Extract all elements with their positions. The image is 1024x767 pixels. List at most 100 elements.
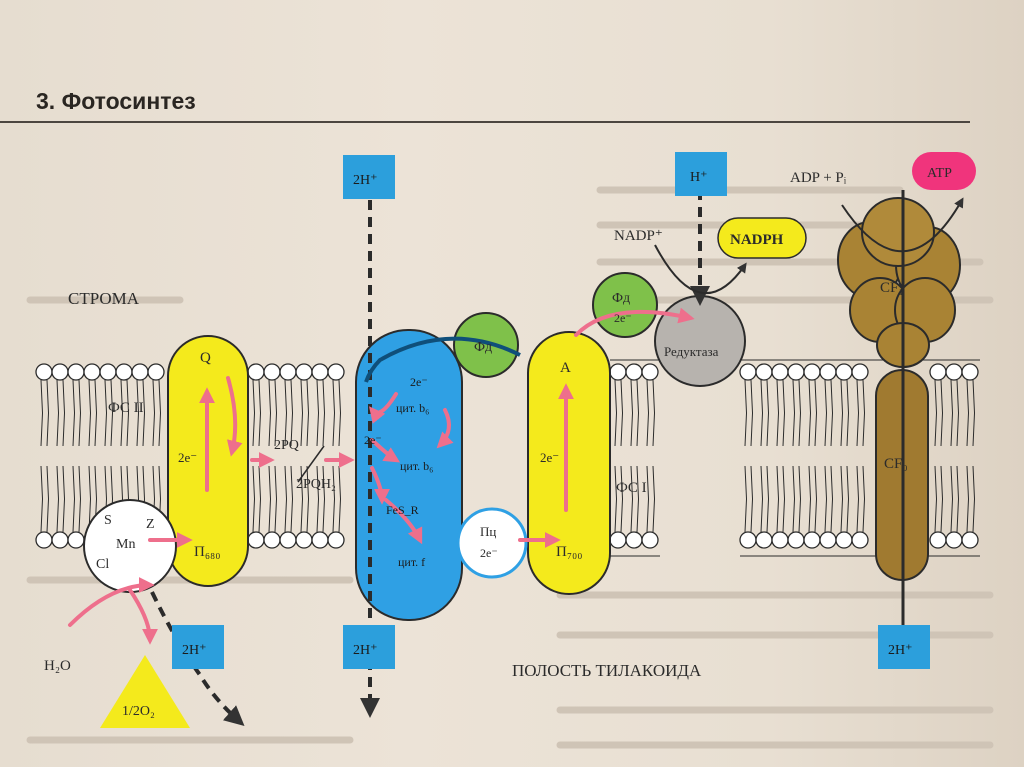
lipid-tail: [40, 379, 44, 447]
page-title: 3. Фотосинтез: [36, 88, 196, 114]
lipid-head: [99, 363, 117, 381]
lipid-head: [51, 363, 69, 381]
atp-synthase: [837, 190, 961, 640]
lipid-tail: [290, 465, 294, 533]
atp-label: ATP: [927, 166, 952, 181]
lipid-tail: [636, 379, 640, 447]
lipid-tail: [620, 379, 624, 447]
ps2-label: ФС II: [108, 400, 144, 416]
z-label: Z: [146, 517, 155, 532]
proton-label-1: 2H⁺: [353, 173, 378, 188]
lipid-head: [803, 363, 821, 381]
pq-label: 2PQ: [274, 438, 299, 453]
lipid-tail: [630, 379, 634, 447]
lipid-tail: [620, 465, 624, 533]
lipid-head: [147, 363, 165, 381]
lipid-head: [771, 363, 789, 381]
lipid-tail: [950, 465, 954, 533]
lipid-tail: [824, 379, 828, 447]
lipid-head: [51, 531, 69, 549]
cytochrome-complex: [355, 329, 463, 621]
cf0-label: CF₀: [884, 456, 908, 472]
lipid-tail: [972, 379, 976, 447]
adp-label: ADP + Pᵢ: [790, 170, 847, 186]
membrane-bilayer: [35, 359, 980, 557]
fes-label: FeS_R: [386, 503, 419, 517]
lipid-tail: [152, 379, 156, 447]
lipid-tail: [940, 379, 944, 447]
proton-box-2: [675, 152, 727, 196]
lipid-tail: [306, 465, 310, 533]
lipid-tail: [630, 465, 634, 533]
lipid-head: [787, 531, 805, 549]
lipid-head: [929, 531, 947, 549]
ps1-electron-label: 2e⁻: [540, 450, 559, 465]
lipid-head: [263, 531, 281, 549]
lipid-tail: [636, 465, 640, 533]
fd-label-1: Фд: [474, 340, 492, 355]
lipid-tail: [306, 379, 310, 447]
lipid-tail: [776, 465, 780, 533]
pc-electron-label: 2e⁻: [480, 546, 498, 560]
lipid-tail: [750, 379, 754, 447]
ferredoxin-2: [592, 272, 658, 338]
lipid-tail: [614, 379, 618, 447]
lipid-tail: [782, 379, 786, 447]
lipid-tail: [110, 379, 114, 447]
lipid-tail: [646, 465, 650, 533]
lipid-tail: [142, 379, 146, 447]
lipid-head: [929, 363, 947, 381]
lipid-tail: [652, 379, 656, 447]
lipid-head: [247, 363, 265, 381]
lipid-tail: [120, 379, 124, 447]
lipid-tail: [966, 465, 970, 533]
proton-label-3: 2H⁺: [182, 643, 207, 658]
lipid-head: [295, 363, 313, 381]
lipid-tail: [614, 465, 618, 533]
lipid-tail: [46, 379, 50, 447]
lipid-tail: [258, 379, 262, 447]
lipid-head: [945, 363, 963, 381]
stroma-label: СТРОМА: [68, 289, 140, 308]
cytb6-label-2: цит. b₆: [400, 459, 433, 473]
lipid-head: [279, 531, 297, 549]
lipid-head: [835, 363, 853, 381]
cytf-label: цит. f: [398, 555, 425, 569]
nadph-label: NADPH: [730, 232, 784, 248]
lipid-tail: [846, 465, 850, 533]
lipid-tail: [856, 465, 860, 533]
q-label: Q: [200, 350, 211, 366]
lipid-tail: [78, 379, 82, 447]
lipid-head: [311, 363, 329, 381]
lipid-tail: [322, 379, 326, 447]
lipid-head: [67, 363, 85, 381]
lipid-tail: [332, 465, 336, 533]
lipid-tail: [808, 379, 812, 447]
lipid-tail: [40, 465, 44, 533]
lipid-tail: [338, 379, 342, 447]
cytb6-label-1: цит. b₆: [396, 401, 429, 415]
s-label: S: [104, 513, 112, 528]
a-label: A: [560, 360, 571, 376]
lipid-head: [67, 531, 85, 549]
lipid-tail: [290, 379, 294, 447]
lipid-tail: [78, 465, 82, 533]
lipid-tail: [972, 465, 976, 533]
lipid-head: [83, 363, 101, 381]
lipid-head: [961, 531, 979, 549]
lipid-head: [247, 531, 265, 549]
lipid-head: [819, 531, 837, 549]
lipid-tail: [750, 465, 754, 533]
lipid-head: [311, 531, 329, 549]
lipid-head: [641, 363, 659, 381]
lipid-tail: [268, 379, 272, 447]
lipid-tail: [62, 465, 66, 533]
lipid-tail: [766, 465, 770, 533]
lipid-head: [131, 363, 149, 381]
lipid-tail: [322, 465, 326, 533]
proton-box-5: [878, 625, 930, 669]
lipid-head: [739, 363, 757, 381]
lipid-head: [851, 363, 869, 381]
